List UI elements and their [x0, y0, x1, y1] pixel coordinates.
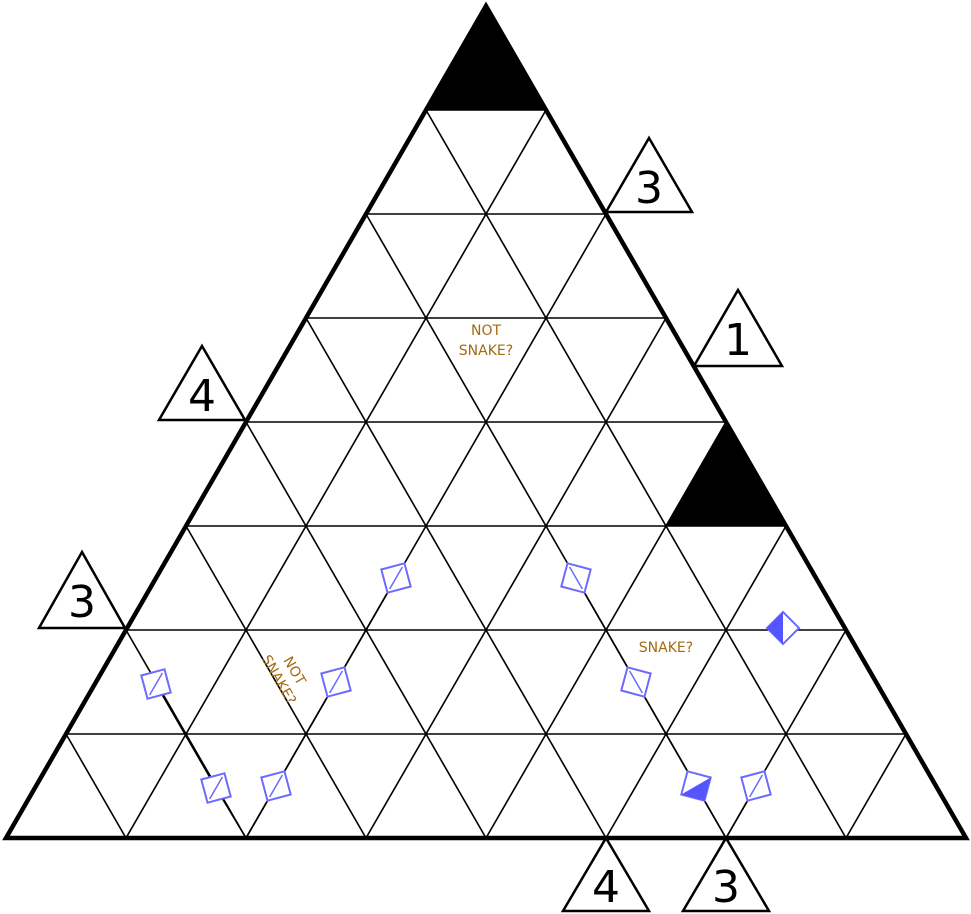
clue-bottom-right: 3 — [680, 835, 772, 913]
board-outline — [2, 1, 970, 841]
grid-line-diagonal-a — [605, 525, 787, 839]
shaded-cell-top[interactable] — [426, 6, 546, 110]
clue-number: 1 — [724, 315, 752, 366]
edge-marks — [140, 562, 801, 804]
crossed-box-icon[interactable] — [620, 666, 652, 698]
clue-number: 3 — [712, 862, 740, 913]
grid-line-diagonal-a — [125, 109, 547, 839]
notes: NOT SNAKE? NOT SNAKE? SNAKE? — [258, 323, 693, 708]
grid-line-diagonal-a — [365, 317, 667, 839]
clue-number: 3 — [635, 163, 663, 214]
crossed-box-icon[interactable] — [200, 772, 232, 804]
half-filled-diamond-icon[interactable] — [765, 610, 801, 646]
crossed-box-icon[interactable] — [380, 562, 412, 594]
clue-left-upper: 4 — [156, 343, 248, 422]
clue-number: 4 — [188, 371, 216, 422]
grid-line-diagonal-b — [65, 733, 127, 839]
shaded-cell-right[interactable] — [666, 422, 786, 526]
clue-right-top: 3 — [603, 135, 695, 214]
grid-line-diagonal-b — [305, 317, 607, 839]
mark-connectors — [155, 577, 757, 839]
note-top-line2: SNAKE? — [459, 343, 513, 359]
note-top-line1: NOT — [471, 323, 501, 339]
half-filled-box-icon[interactable] — [680, 770, 712, 802]
crossed-box-icon[interactable] — [260, 770, 292, 802]
clue-right-mid: 1 — [691, 287, 785, 368]
triangle-grid — [65, 109, 907, 839]
clue-bottom-left: 4 — [560, 835, 652, 913]
clue-left-lower: 3 — [36, 549, 128, 630]
note-right: SNAKE? — [639, 640, 693, 656]
grid-line-diagonal-b — [185, 525, 367, 839]
clue-number: 3 — [68, 577, 96, 628]
crossed-box-icon[interactable] — [560, 562, 592, 594]
clue-number: 4 — [592, 862, 620, 913]
crossed-box-icon[interactable] — [320, 666, 352, 698]
crossed-box-icon[interactable] — [740, 770, 772, 802]
grid-line-diagonal-b — [425, 109, 847, 839]
crossed-box-icon[interactable] — [140, 668, 172, 700]
grid-line-diagonal-a — [845, 733, 907, 839]
